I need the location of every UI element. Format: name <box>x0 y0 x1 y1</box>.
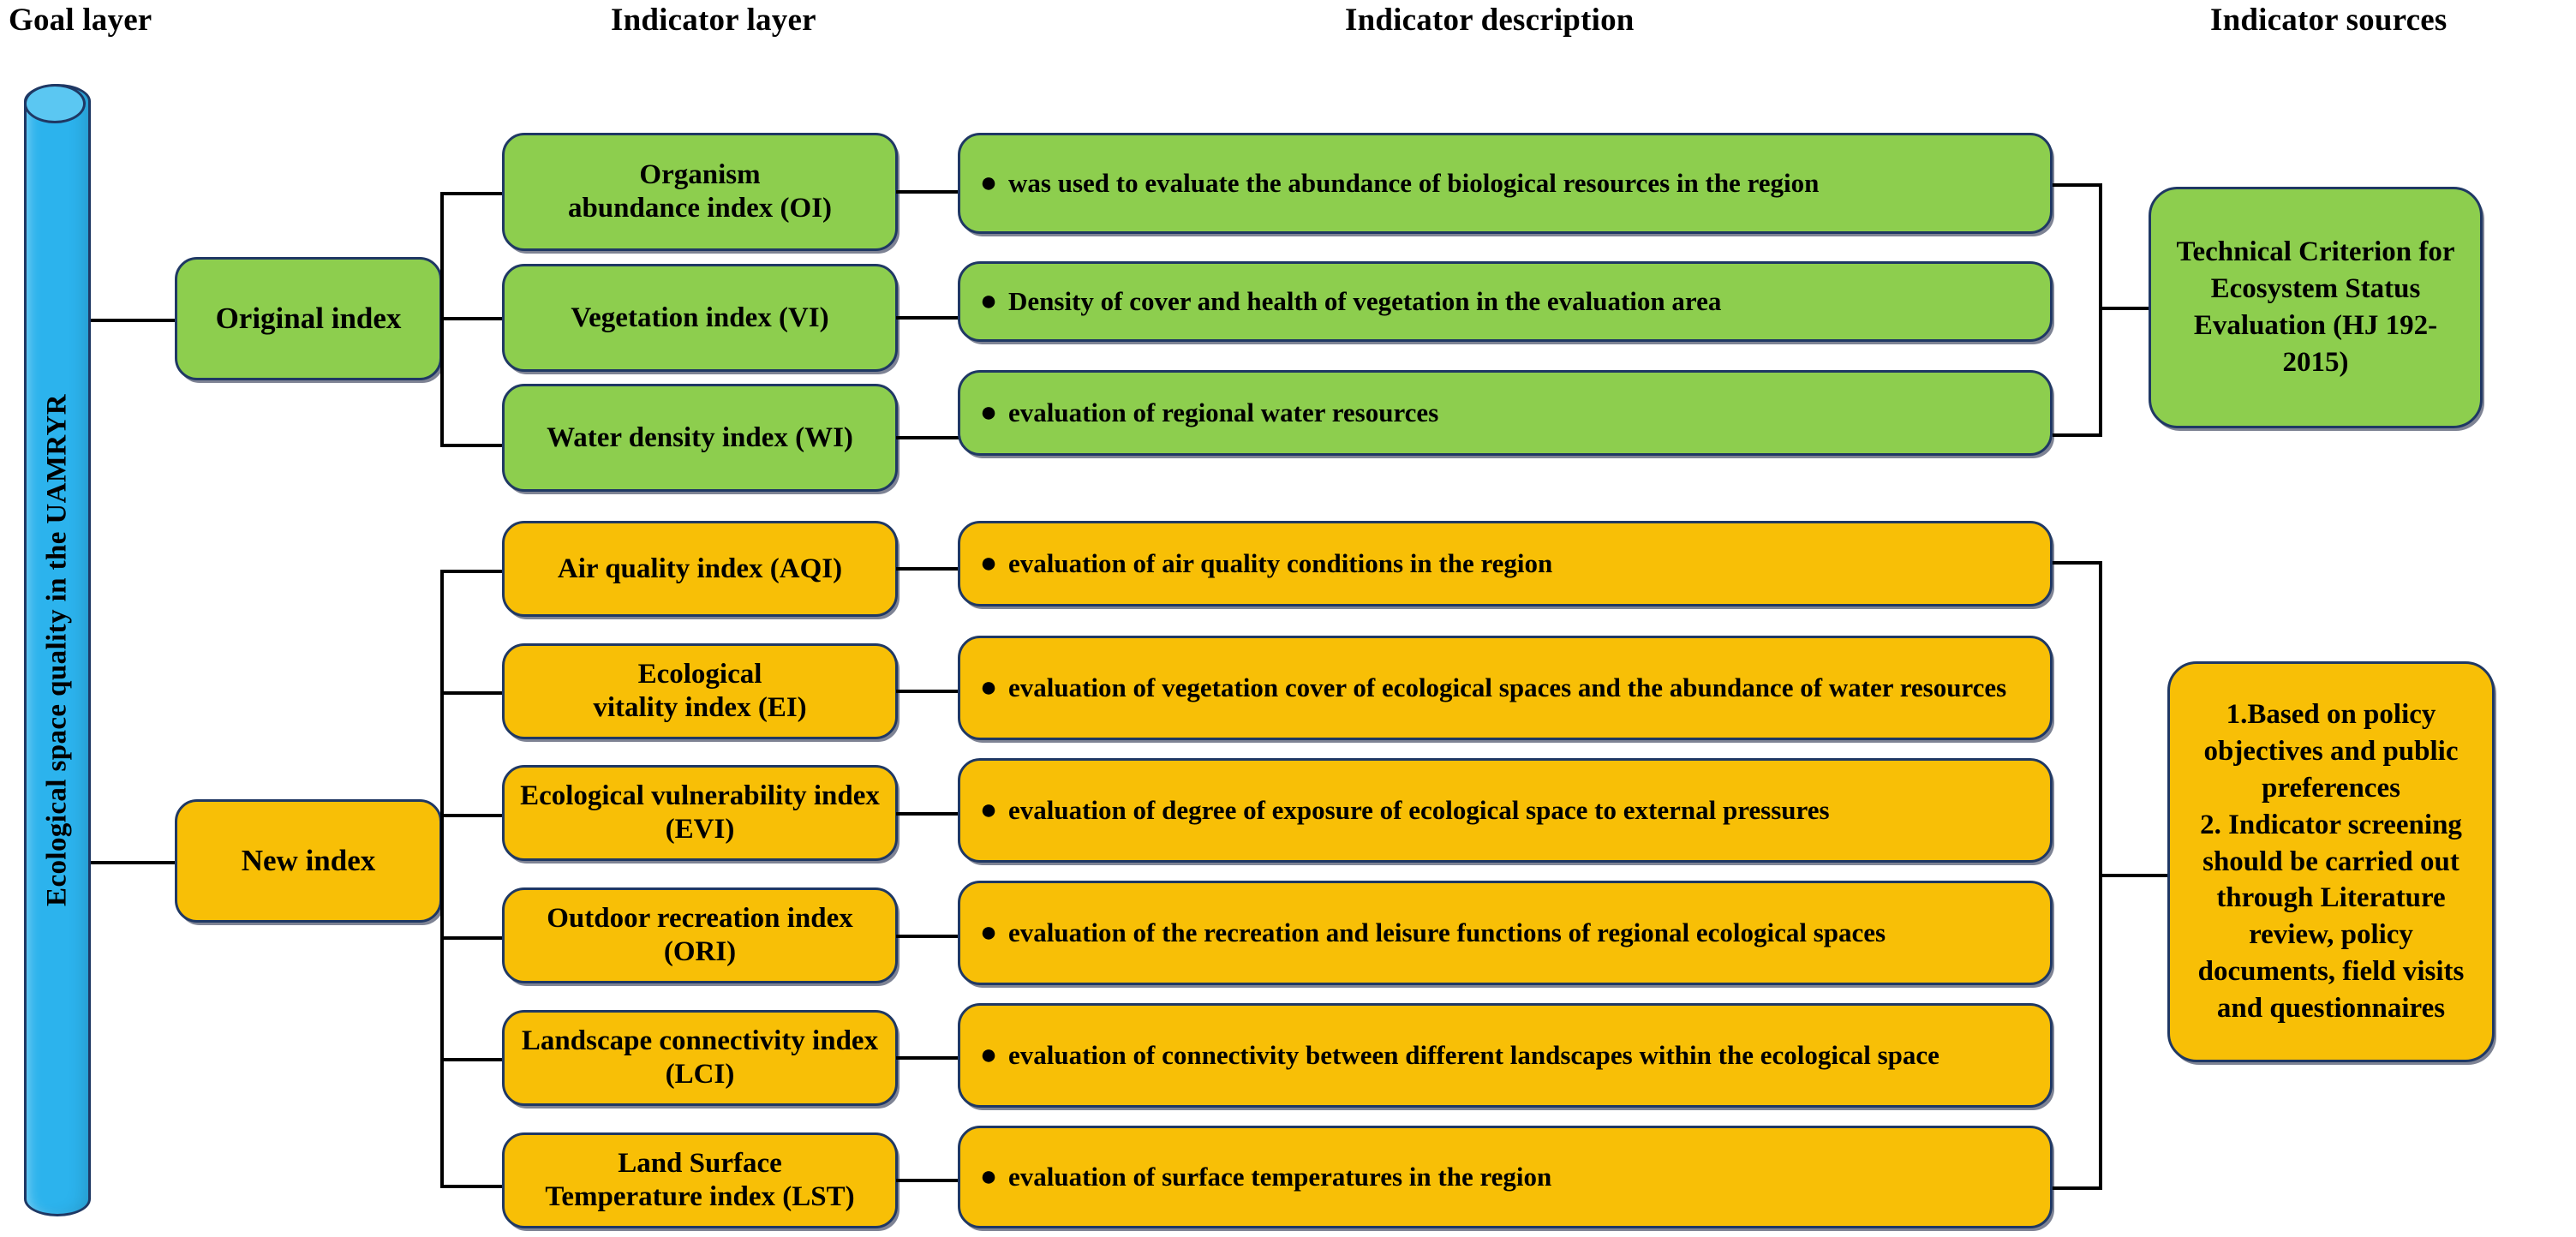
description-box-ori[interactable]: ● evaluation of the recreation and leisu… <box>958 881 2053 985</box>
description-text: evaluation of connectivity between diffe… <box>1008 1039 1939 1070</box>
goal-label: Ecological space quality in the UAMRYR <box>41 394 73 906</box>
indicator-box-ori[interactable]: Outdoor recreation index (ORI) <box>502 887 898 983</box>
connector-goal-to-new <box>91 861 175 864</box>
group-box-new-index[interactable]: New index <box>175 799 442 923</box>
connector-vi-to-desc <box>896 316 959 320</box>
indicator-label: Landscape connectivity index (LCI) <box>521 1025 879 1090</box>
indicator-label: Water density index (WI) <box>547 421 853 453</box>
bullet-icon: ● <box>979 167 998 199</box>
connector-lst-to-desc <box>896 1179 959 1182</box>
bullet-icon: ● <box>979 285 998 317</box>
connector-oi-to-desc <box>896 190 959 194</box>
indicator-box-lci[interactable]: Landscape connectivity index (LCI) <box>502 1010 898 1106</box>
description-text: evaluation of regional water resources <box>1008 397 1439 427</box>
indicator-box-evi[interactable]: Ecological vulnerability index (EVI) <box>502 765 898 861</box>
bracket-orange-source-arm-top <box>2053 561 2102 565</box>
bracket-new-spine <box>440 570 444 1188</box>
indicator-box-oi[interactable]: Organism abundance index (OI) <box>502 133 898 251</box>
indicator-box-lst[interactable]: Land Surface Temperature index (LST) <box>502 1132 898 1228</box>
connector-wi-to-desc <box>896 436 959 439</box>
indicator-label: Organism abundance index (OI) <box>567 159 833 224</box>
indicator-label: Land Surface Temperature index (LST) <box>545 1148 855 1212</box>
connector-goal-to-original <box>91 319 175 322</box>
indicator-label: Air quality index (AQI) <box>557 553 843 584</box>
bracket-original-arm-mid <box>440 317 504 320</box>
bullet-icon: ● <box>979 397 998 428</box>
bracket-orange-source-arm-bottom <box>2053 1186 2102 1190</box>
indicator-box-wi[interactable]: Water density index (WI) <box>502 384 898 492</box>
bracket-green-source-stem <box>2099 307 2150 310</box>
bracket-new-arm-1 <box>440 570 504 573</box>
bracket-green-source-spine <box>2099 183 2102 437</box>
bracket-new-arm-2 <box>440 691 504 695</box>
bullet-icon: ● <box>979 794 998 826</box>
connector-lci-to-desc <box>896 1056 959 1060</box>
description-text: evaluation of the recreation and leisure… <box>1008 917 1886 947</box>
description-text: was used to evaluate the abundance of bi… <box>1008 167 1820 198</box>
bracket-orange-source-stem <box>2099 874 2169 877</box>
connector-evi-to-desc <box>896 812 959 816</box>
source-box-policy-screening[interactable]: 1.Based on policy objectives and public … <box>2167 661 2495 1062</box>
connector-ori-to-desc <box>896 935 959 938</box>
source-box-technical-criterion[interactable]: Technical Criterion for Ecosystem Status… <box>2149 187 2483 428</box>
connector-ei-to-desc <box>896 690 959 693</box>
group-box-original-index[interactable]: Original index <box>175 257 442 380</box>
header-goal-layer: Goal layer <box>9 3 152 38</box>
indicator-label: Ecological vulnerability index (EVI) <box>520 780 880 845</box>
description-box-ei[interactable]: ● evaluation of vegetation cover of ecol… <box>958 636 2053 740</box>
description-box-lst[interactable]: ● evaluation of surface temperatures in … <box>958 1126 2053 1228</box>
description-box-wi[interactable]: ● evaluation of regional water resources <box>958 370 2053 456</box>
description-box-aqi[interactable]: ● evaluation of air quality conditions i… <box>958 521 2053 607</box>
bracket-green-source-arm-top <box>2053 183 2102 187</box>
bracket-new-arm-6 <box>440 1185 504 1188</box>
header-indicator-sources: Indicator sources <box>2210 3 2447 38</box>
bracket-original-arm-top <box>440 192 504 195</box>
connector-aqi-to-desc <box>896 567 959 571</box>
description-text: evaluation of air quality conditions in … <box>1008 547 1553 578</box>
description-box-vi[interactable]: ● Density of cover and health of vegetat… <box>958 261 2053 342</box>
indicator-box-vi[interactable]: Vegetation index (VI) <box>502 264 898 372</box>
description-box-oi[interactable]: ● was used to evaluate the abundance of … <box>958 133 2053 234</box>
bracket-new-arm-5 <box>440 1058 504 1061</box>
description-text: evaluation of surface temperatures in th… <box>1008 1161 1552 1192</box>
indicator-label: Outdoor recreation index (ORI) <box>547 903 853 967</box>
bullet-icon: ● <box>979 917 998 948</box>
header-indicator-description: Indicator description <box>1345 3 1635 38</box>
description-text: Density of cover and health of vegetatio… <box>1008 285 1722 316</box>
description-text: evaluation of degree of exposure of ecol… <box>1008 794 1830 825</box>
description-box-lci[interactable]: ● evaluation of connectivity between dif… <box>958 1003 2053 1108</box>
indicator-box-ei[interactable]: Ecological vitality index (EI) <box>502 643 898 739</box>
bracket-green-source-arm-bottom <box>2053 433 2102 437</box>
bullet-icon: ● <box>979 1039 998 1071</box>
bullet-icon: ● <box>979 672 998 703</box>
cylinder-top-ellipse <box>24 84 86 123</box>
indicator-box-aqi[interactable]: Air quality index (AQI) <box>502 521 898 617</box>
bracket-new-arm-4 <box>440 936 504 940</box>
bracket-new-arm-3 <box>440 814 504 817</box>
bracket-original-arm-bottom <box>440 444 504 447</box>
description-box-evi[interactable]: ● evaluation of degree of exposure of ec… <box>958 758 2053 863</box>
header-indicator-layer: Indicator layer <box>611 3 816 38</box>
description-text: evaluation of vegetation cover of ecolog… <box>1008 672 2007 702</box>
goal-cylinder: Ecological space quality in the UAMRYR <box>24 84 91 1216</box>
bullet-icon: ● <box>979 547 998 579</box>
indicator-label: Ecological vitality index (EI) <box>593 659 807 723</box>
bullet-icon: ● <box>979 1161 998 1192</box>
indicator-label: Vegetation index (VI) <box>571 302 829 333</box>
